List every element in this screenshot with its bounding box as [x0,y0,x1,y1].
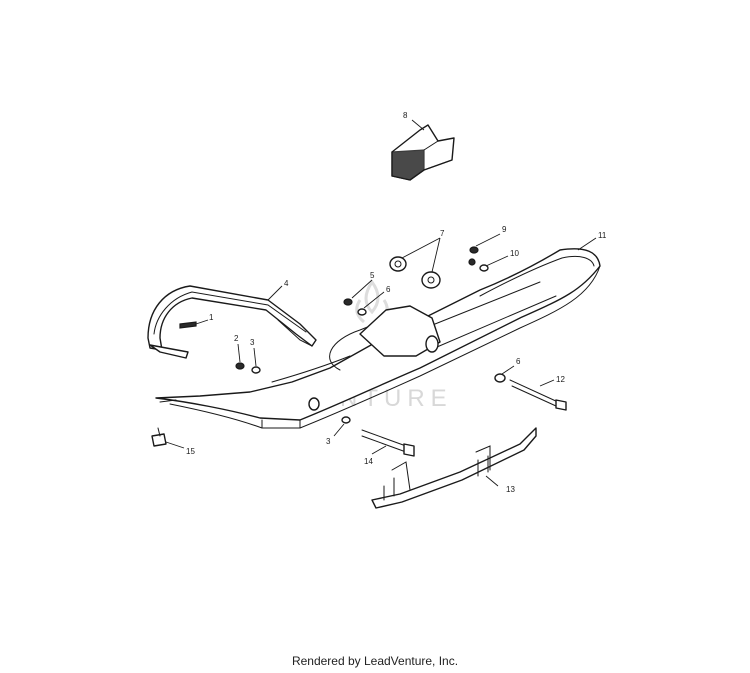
part-11-ski [155,248,601,429]
part-12-bolt [509,379,567,411]
callout-11: 11 [598,231,607,240]
callout-3b: 3 [326,437,331,446]
part-1-pin [179,321,197,329]
part-15-fastener [151,427,167,447]
callout-4: 4 [284,279,289,288]
footer-credit: Rendered by LeadVenture, Inc. [291,654,459,668]
callout-3: 3 [250,338,255,347]
callout-6b: 6 [516,357,521,366]
callout-10: 10 [510,249,519,258]
callout-12: 12 [556,375,565,384]
callouts: 1 2 3 4 5 6 7 8 9 10 11 6 12 3 14 13 15 [186,111,607,494]
callout-15: 15 [186,447,195,456]
hardware [235,246,506,424]
part-13-wear-bar [371,427,537,509]
callout-1: 1 [209,313,214,322]
callout-7: 7 [440,229,445,238]
callout-13: 13 [506,485,515,494]
callout-8: 8 [403,111,408,120]
callout-2: 2 [234,334,239,343]
callout-14: 14 [364,457,373,466]
callout-6: 6 [386,285,391,294]
leader-lines [165,119,597,487]
part-8-bumper [391,124,455,181]
callout-5: 5 [370,271,375,280]
part-4-handle [147,285,317,359]
callout-9: 9 [502,225,507,234]
part-14-bolt [361,429,415,457]
